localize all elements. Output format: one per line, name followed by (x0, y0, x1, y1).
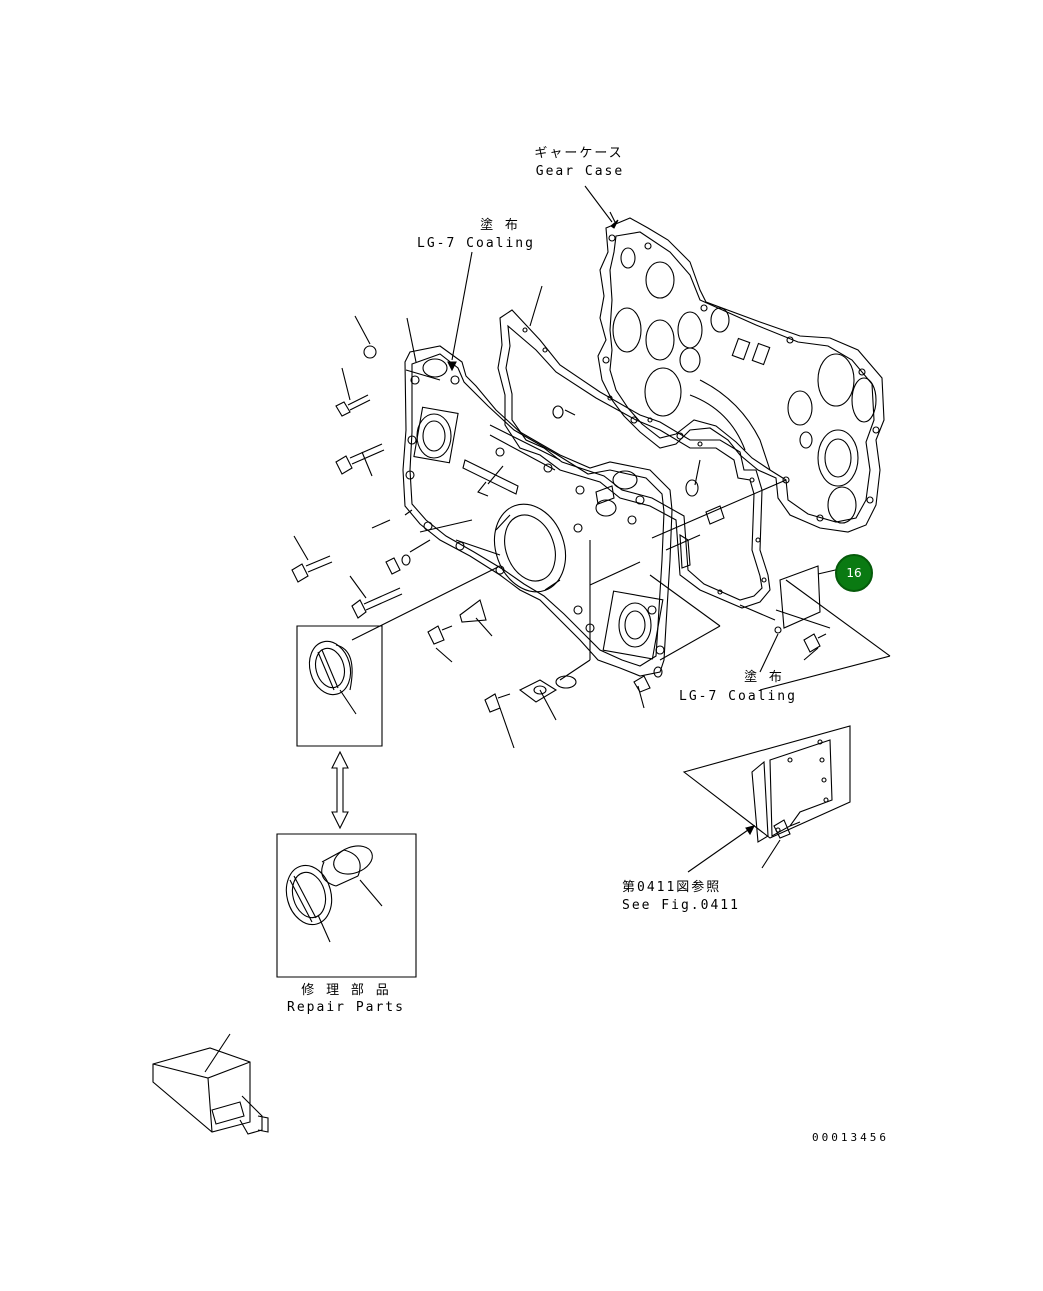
coating-label-top-en: LG-7 Coaling (417, 236, 535, 251)
repair-parts-box (277, 834, 416, 977)
gear-case-outline (598, 218, 884, 532)
gasket (498, 310, 770, 608)
reference-panel (684, 726, 850, 872)
leader-lines (294, 286, 844, 748)
oil-seal (483, 494, 578, 602)
seal-leader (352, 567, 498, 640)
coating-arrows (448, 186, 778, 672)
part-callout-16[interactable]: 16 (835, 554, 873, 592)
double-arrow (332, 752, 348, 828)
coating-label-right-en: LG-7 Coaling (679, 689, 797, 704)
gear-case-label-jp: ギャーケース (534, 146, 624, 161)
bracket (460, 600, 486, 622)
bolts (292, 346, 826, 712)
part-callout-number: 16 (846, 566, 862, 580)
installer-tool (153, 1034, 268, 1134)
seal-detail-box (297, 626, 382, 746)
front-cover (403, 346, 672, 676)
drawing-number: 00013456 (812, 1131, 889, 1144)
see-fig-label-en: See Fig.0411 (622, 898, 740, 913)
reference-lines (760, 580, 890, 690)
repair-parts-label-en: Repair Parts (287, 1000, 405, 1015)
gear-case-label-en: Gear Case (535, 164, 625, 179)
see-fig-label-jp: 第0411図参照 (622, 880, 722, 895)
dowel-pins (596, 480, 724, 524)
coating-label-right-jp: 塗 布 (744, 670, 784, 685)
coating-label-top-jp: 塗 布 (480, 218, 520, 233)
repair-parts-label-jp: 修 理 部 品 (301, 983, 391, 998)
